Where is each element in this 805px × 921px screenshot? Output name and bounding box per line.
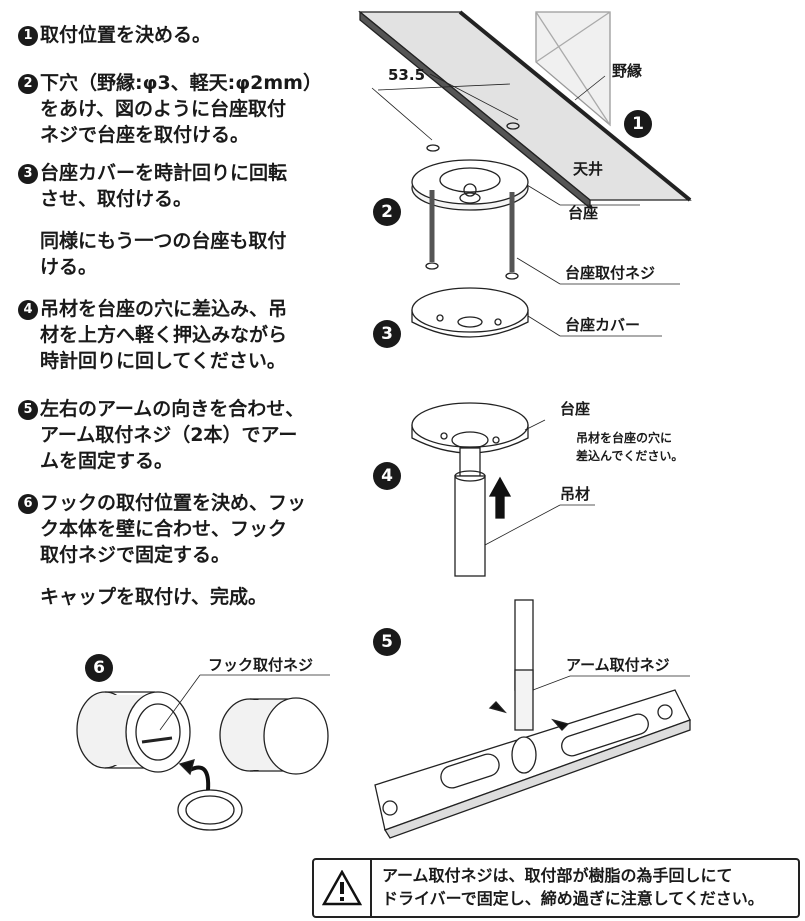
base-cover-drawing — [411, 287, 662, 338]
badge-step-4: 4 — [373, 462, 401, 490]
step-3-extra-1: 同様にもう一つの台座も取付 — [40, 230, 287, 252]
step-number: 3 — [18, 164, 38, 184]
badge-step-2: 2 — [373, 198, 401, 226]
dimension-label: 53.5 — [388, 66, 426, 84]
step-6-line-2: ク本体を壁に合わせ、フック — [40, 518, 288, 540]
step-6-line-1: フックの取付位置を決め、フッ — [40, 492, 307, 514]
step-6-extra-1: キャップを取付け、完成。 — [40, 586, 268, 608]
step-3-line-1: 台座カバーを時計回りに回転 — [40, 162, 288, 184]
base-screw-label: 台座取付ネジ — [565, 264, 656, 282]
step-5-line-2: アーム取付ネジ（2本）でアー — [40, 424, 298, 446]
step-2-line-1: 下穴（野縁:φ3、軽天:φ2mm） — [40, 72, 322, 94]
badge-step-1: 1 — [624, 110, 652, 138]
insert-note-line-2: 差込んでください。 — [576, 449, 684, 463]
step-6-line-3: 取付ネジで固定する。 — [40, 544, 231, 566]
base-cover-label: 台座カバー — [565, 316, 641, 334]
warning-box: アーム取付ネジは、取付部が樹脂の為手回しにて ドライバーで固定し、締め過ぎに注意… — [312, 858, 800, 918]
badge-step-6: 6 — [85, 654, 113, 682]
step-2-line-2: をあけ、図のように台座取付 — [40, 98, 287, 120]
insert-note-line-1: 吊材を台座の穴に — [576, 431, 673, 445]
pipe-insert-drawing — [411, 402, 595, 577]
warning-icon — [314, 860, 372, 916]
base-label-step4: 台座 — [560, 400, 591, 418]
mounting-screws-drawing — [425, 190, 680, 285]
hook-drawing — [76, 674, 330, 831]
step-4-line-2: 材を上方へ軽く押込みながら — [40, 324, 288, 346]
step-1-line-1: 取付位置を決める。 — [40, 24, 212, 46]
step-3-line-2: させ、取付ける。 — [40, 188, 193, 210]
step-5-line-1: 左右のアームの向きを合わせ、 — [40, 398, 305, 420]
pipe-label: 吊材 — [560, 485, 591, 503]
step-3-extra-2: ける。 — [40, 256, 98, 278]
arm-drawing — [374, 599, 691, 839]
step-number: 2 — [18, 74, 38, 94]
step-5-line-3: ムを固定する。 — [40, 450, 174, 472]
step-4-line-1: 吊材を台座の穴に差込み、吊 — [40, 298, 288, 320]
ceiling-label: 天井 — [573, 160, 604, 178]
nobuchi-label: 野縁 — [612, 62, 643, 80]
base-plate-drawing — [411, 159, 640, 211]
step-4-line-3: 時計回りに回してください。 — [40, 350, 286, 372]
hook-screw-label: フック取付ネジ — [208, 656, 314, 674]
ceiling-drawing — [358, 10, 692, 210]
step-number: 1 — [18, 26, 38, 46]
base-label: 台座 — [568, 204, 599, 222]
step-number: 4 — [18, 300, 38, 320]
arm-screw-label: アーム取付ネジ — [566, 656, 670, 674]
warning-line-1: アーム取付ネジは、取付部が樹脂の為手回しにて — [382, 866, 733, 885]
warning-line-2: ドライバーで固定し、締め過ぎに注意してください。 — [382, 889, 764, 908]
badge-step-5: 5 — [373, 628, 401, 656]
step-number: 6 — [18, 494, 38, 514]
badge-step-3: 3 — [373, 320, 401, 348]
step-2-line-3: ネジで台座を取付ける。 — [40, 124, 250, 146]
step-number: 5 — [18, 400, 38, 420]
